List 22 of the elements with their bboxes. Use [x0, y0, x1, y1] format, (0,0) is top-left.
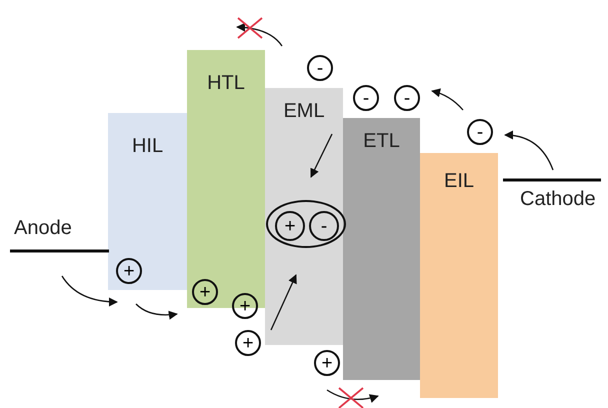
layer-bar [108, 113, 187, 290]
layer-label: ETL [362, 130, 401, 153]
layer-label: EIL [442, 170, 476, 193]
charge-symbol: - [307, 55, 333, 81]
layer-bar [420, 153, 498, 398]
charge-symbol: - [309, 211, 339, 241]
charge-symbol: + [116, 258, 142, 284]
charge-symbol: + [275, 211, 305, 241]
charge-symbol: + [232, 293, 258, 319]
charge-symbol: + [235, 330, 261, 356]
layer-bar [343, 118, 420, 380]
charge-symbol: - [467, 119, 493, 145]
charge-symbol: + [314, 350, 340, 376]
layer-label: HTL [206, 72, 246, 95]
charge-symbol: - [394, 85, 420, 111]
charge-symbol: + [192, 279, 218, 305]
electrode-label: Anode [14, 217, 72, 240]
electrode-label: Cathode [520, 188, 596, 211]
layer-bar [265, 88, 343, 345]
layer-label: HIL [130, 135, 164, 158]
charge-symbol: - [353, 85, 379, 111]
layer-label: EML [282, 100, 326, 123]
